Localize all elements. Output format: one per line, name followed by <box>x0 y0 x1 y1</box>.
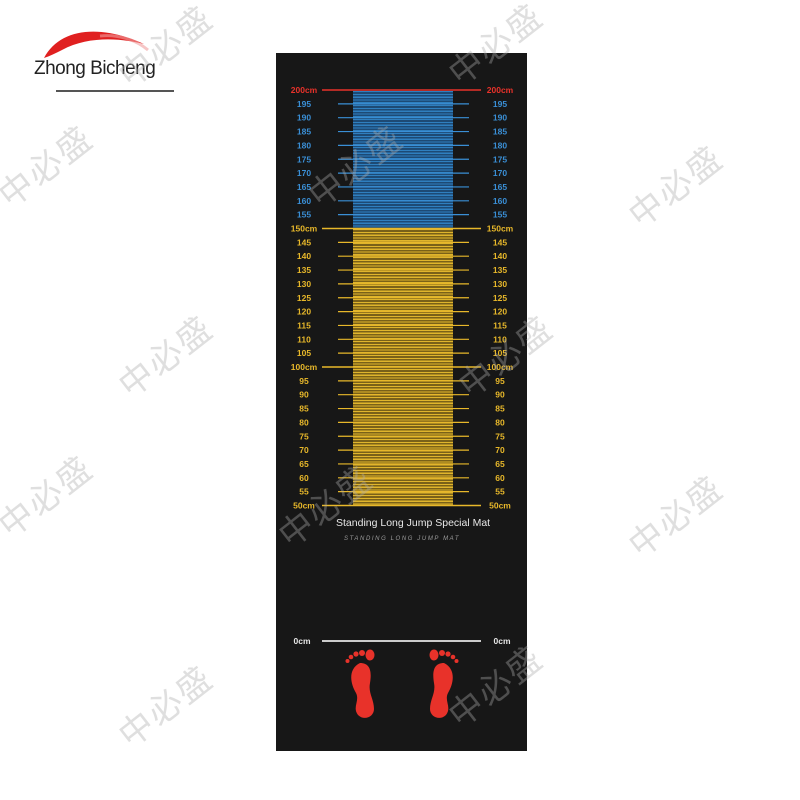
tick-label-right-140: 140 <box>493 251 507 261</box>
tick-label-left-170: 170 <box>297 168 311 178</box>
tick-label-right-175: 175 <box>493 154 507 164</box>
tick-label-right-180: 180 <box>493 140 507 150</box>
tick-label-right-65: 65 <box>495 459 505 469</box>
tick-label-left-120: 120 <box>297 307 311 317</box>
tick-label-left-185: 185 <box>297 127 311 137</box>
watermark-text: 中必盛 <box>0 448 102 547</box>
tick-label-left-100: 100cm <box>291 362 318 372</box>
tick-label-left-85: 85 <box>299 404 309 414</box>
tick-label-right-75: 75 <box>495 431 505 441</box>
tick-label-left-155: 155 <box>297 210 311 220</box>
tick-label-right-150: 150cm <box>487 224 514 234</box>
tick-label-left-160: 160 <box>297 196 311 206</box>
start-label-right: 0cm <box>493 636 510 646</box>
distance-scale: 200cm 200cm 195 195 190 190 185 185 180 180 175 175… <box>291 85 514 646</box>
brand-name: Zhong Bicheng <box>34 58 156 79</box>
tick-label-right-100: 100cm <box>487 362 514 372</box>
tick-label-right-85: 85 <box>495 404 505 414</box>
tick-label-left-70: 70 <box>299 445 309 455</box>
tick-label-left-200: 200cm <box>291 85 318 95</box>
tick-label-left-130: 130 <box>297 279 311 289</box>
right-footprint-icon <box>429 649 459 718</box>
tick-label-right-120: 120 <box>493 307 507 317</box>
tick-label-left-75: 75 <box>299 431 309 441</box>
tick-label-right-185: 185 <box>493 127 507 137</box>
tick-label-left-115: 115 <box>297 320 311 330</box>
left-footprint-icon <box>345 649 375 718</box>
tick-label-left-80: 80 <box>299 417 309 427</box>
tick-label-right-90: 90 <box>495 390 505 400</box>
tick-label-left-135: 135 <box>297 265 311 275</box>
watermark-text: 中必盛 <box>0 118 102 217</box>
tick-label-right-130: 130 <box>493 279 507 289</box>
tick-label-left-150: 150cm <box>291 224 318 234</box>
tick-label-left-175: 175 <box>297 154 311 164</box>
tick-label-right-110: 110 <box>493 334 507 344</box>
start-label-left: 0cm <box>293 636 310 646</box>
tick-label-left-190: 190 <box>297 113 311 123</box>
brand-logo: Zhong Bicheng <box>26 18 176 98</box>
tick-label-left-65: 65 <box>299 459 309 469</box>
tick-label-right-70: 70 <box>495 445 505 455</box>
tick-label-left-140: 140 <box>297 251 311 261</box>
tick-label-left-95: 95 <box>299 376 309 386</box>
tick-label-left-105: 105 <box>297 348 311 358</box>
tick-label-left-55: 55 <box>299 487 309 497</box>
tick-label-right-125: 125 <box>493 293 507 303</box>
tick-label-left-125: 125 <box>297 293 311 303</box>
tick-label-left-50: 50cm <box>293 501 315 511</box>
tick-label-right-190: 190 <box>493 113 507 123</box>
tick-label-right-145: 145 <box>493 237 507 247</box>
blue-measure-band <box>353 91 453 229</box>
tick-label-right-165: 165 <box>493 182 507 192</box>
watermark-text: 中必盛 <box>111 308 222 407</box>
tick-label-right-195: 195 <box>493 99 507 109</box>
long-jump-mat: 200cm 200cm 195 195 190 190 185 185 180 180 175 175… <box>276 53 527 751</box>
tick-label-right-60: 60 <box>495 473 505 483</box>
tick-label-right-155: 155 <box>493 210 507 220</box>
mat-subtitle: STANDING LONG JUMP MAT <box>344 536 461 542</box>
watermark-text: 中必盛 <box>621 468 732 567</box>
tick-label-right-170: 170 <box>493 168 507 178</box>
tick-label-right-160: 160 <box>493 196 507 206</box>
mat-title: Standing Long Jump Special Mat <box>336 517 491 529</box>
tick-label-right-135: 135 <box>493 265 507 275</box>
tick-label-left-195: 195 <box>297 99 311 109</box>
tick-label-right-105: 105 <box>493 348 507 358</box>
tick-label-right-200: 200cm <box>487 85 514 95</box>
tick-label-right-55: 55 <box>495 487 505 497</box>
tick-label-left-165: 165 <box>297 182 311 192</box>
tick-label-left-110: 110 <box>297 334 311 344</box>
tick-label-right-50: 50cm <box>489 501 511 511</box>
tick-label-right-115: 115 <box>493 320 507 330</box>
watermark-text: 中必盛 <box>621 138 732 237</box>
brand-underline <box>56 90 174 92</box>
tick-label-left-90: 90 <box>299 390 309 400</box>
watermark-text: 中必盛 <box>111 658 222 757</box>
tick-label-right-95: 95 <box>495 376 505 386</box>
tick-label-left-180: 180 <box>297 140 311 150</box>
brand-swoosh-icon <box>44 31 149 58</box>
tick-label-left-145: 145 <box>297 237 311 247</box>
tick-label-right-80: 80 <box>495 417 505 427</box>
tick-label-left-60: 60 <box>299 473 309 483</box>
